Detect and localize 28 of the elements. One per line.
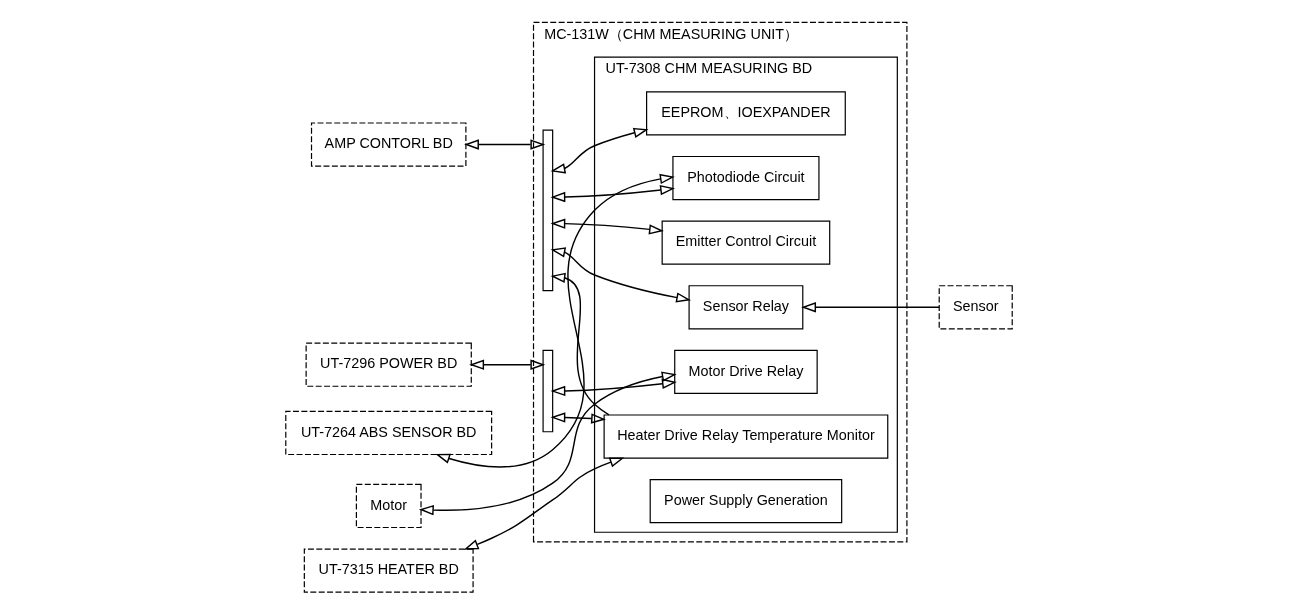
- node-box: Emitter Control Circuit: [661, 220, 831, 265]
- arrow: [418, 371, 677, 516]
- node-box: Sensor: [938, 285, 1013, 330]
- arrow: [550, 218, 664, 235]
- arrow: [550, 412, 606, 424]
- arrow: [801, 302, 940, 313]
- arrow: [463, 457, 625, 550]
- arrow: [550, 127, 649, 174]
- arrow: [550, 378, 677, 397]
- arrow: [464, 139, 546, 150]
- arrow: [550, 272, 610, 416]
- node-box: Motor: [355, 483, 422, 529]
- node-box: AMP CONTORL BD: [310, 122, 467, 167]
- arrow: [550, 184, 675, 203]
- node-box: Heater Drive Relay Temperature Monitor: [603, 414, 889, 459]
- node-box: UT-7296 POWER BD: [305, 342, 472, 387]
- node-box: Photodiode Circuit: [672, 155, 820, 201]
- node-box: Power Supply Generation: [649, 479, 843, 524]
- node-box: UT-7264 ABS SENSOR BD: [285, 410, 493, 456]
- node-bar: [542, 129, 554, 292]
- node-box: Sensor Relay: [688, 285, 804, 330]
- node-box: UT-7315 HEATER BD: [303, 548, 474, 593]
- node-box: Motor Drive Relay: [674, 349, 818, 395]
- arrow: [469, 359, 546, 370]
- node-bar: [542, 349, 554, 433]
- node-box: EEPROM、IOEXPANDER: [646, 91, 846, 136]
- arrow: [550, 247, 692, 303]
- arrow: [435, 173, 675, 468]
